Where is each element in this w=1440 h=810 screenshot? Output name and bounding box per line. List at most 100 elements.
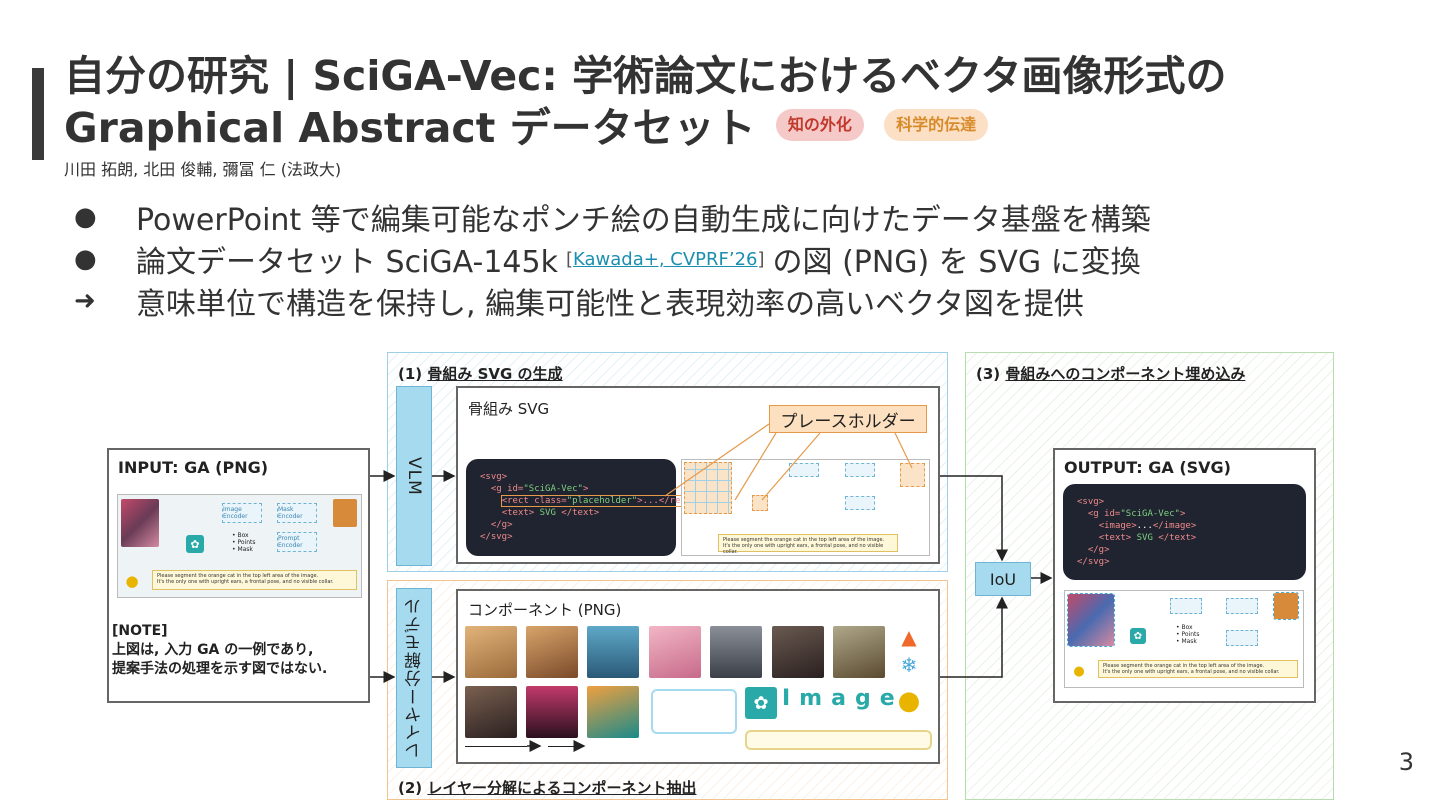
note: [NOTE] 上図は, 入力 GA の一例であり, 提案手法の処理を示す図ではな…	[112, 622, 327, 679]
component-car	[710, 626, 762, 678]
title-accent-bar	[32, 68, 44, 160]
panel2-number: (2)	[398, 779, 422, 797]
title-line-1: 自分の研究 | SciGA-Vec: 学術論文におけるベクタ画像形式の	[64, 50, 1226, 102]
prompt-line-2: It's the only one with upright ears, a f…	[1103, 669, 1293, 675]
note-line-1: 上図は, 入力 GA の一例であり,	[112, 641, 327, 660]
cat-photo	[333, 499, 357, 527]
bullet-item: ● PowerPoint 等で編集可能なポンチ絵の自動生成に向けたデータ基盤を構…	[74, 196, 1424, 238]
bullet-text: 意味単位で構造を保持し, 編集可能性と表現効率の高いベクタ図を提供	[136, 279, 1084, 323]
code-token: </text>	[1158, 533, 1196, 543]
prompt-line-2: It's the only one with upright ears, a f…	[157, 579, 352, 585]
component-cat-4	[587, 686, 639, 738]
prompt-types: • Box • Points • Mask	[1176, 624, 1199, 645]
note-line-2: 提案手法の処理を示す図ではない.	[112, 660, 327, 679]
snowflake-icon: ❄	[896, 652, 922, 678]
brain-icon: ✿	[745, 687, 777, 719]
mask-label: • Mask	[1176, 638, 1199, 645]
brain-icon: ✿	[186, 535, 204, 553]
code-token: >	[1180, 509, 1185, 519]
mask-label: • Mask	[232, 546, 255, 553]
bullet-list: ● PowerPoint 等で編集可能なポンチ絵の自動生成に向けたデータ基盤を構…	[74, 196, 1424, 322]
citation: [Kawada+, CVPRF’26]	[566, 249, 765, 270]
arrow-line	[465, 746, 527, 747]
bullet-item: ➜ 意味単位で構造を保持し, 編集可能性と表現効率の高いベクタ図を提供	[74, 280, 1424, 322]
title-line-2-text: Graphical Abstract データセット	[64, 104, 756, 152]
component-prompt-bar	[745, 730, 932, 750]
placeholder-cell	[752, 495, 768, 511]
preview-prompt-box: Please segment the orange cat in the top…	[718, 534, 898, 552]
component-concert	[526, 686, 578, 738]
mini-block	[845, 463, 875, 477]
panel3-title: 骨組みへのコンポーネント埋め込み	[1005, 365, 1245, 383]
bullet-item: ● 論文データセット SciGA-145k [Kawada+, CVPRF’26…	[74, 238, 1424, 280]
arrow-right-icon: ➜	[74, 286, 136, 316]
component-deer	[833, 626, 885, 678]
mini-block	[1170, 598, 1202, 614]
brain-icon: ✿	[1130, 628, 1146, 644]
photo-collage	[1068, 594, 1114, 646]
layer-decomposition-model-block: レイヤー分解モデル	[396, 588, 432, 768]
placeholder-cell	[900, 463, 925, 487]
citation-link[interactable]: Kawada+, CVPRF’26	[573, 249, 757, 270]
code-token: SVG	[1131, 533, 1158, 543]
points-label: • Points	[1176, 631, 1199, 638]
input-title: INPUT: GA (PNG)	[118, 458, 268, 477]
code-token: ...	[1137, 521, 1153, 531]
authors: 川田 拓朗, 北田 俊輔, 彌冨 仁 (法政大)	[64, 156, 341, 180]
mini-block	[845, 496, 875, 510]
code-token: <rect class=	[502, 496, 567, 506]
panel1-title: 骨組み SVG の生成	[427, 365, 562, 383]
placeholder-grid	[684, 462, 732, 514]
box-label: • Box	[1176, 624, 1199, 631]
note-heading: [NOTE]	[112, 622, 327, 641]
arrow-line	[548, 746, 578, 747]
component-man	[465, 686, 517, 738]
vlm-block: VLM	[396, 386, 432, 566]
code-token: <text>	[1099, 533, 1132, 543]
mini-block	[1226, 630, 1258, 646]
components-title: コンポーネント (PNG)	[468, 599, 621, 620]
component-anime-girl	[649, 626, 701, 678]
tag-knowledge-externalization: 知の外化	[776, 109, 864, 141]
prompt-encoder-label: Prompt Encoder	[278, 535, 316, 549]
code-token: <g id=	[491, 484, 524, 494]
component-seal	[587, 626, 639, 678]
prompt-types: • Box • Points • Mask	[232, 532, 255, 553]
mask-encoder-block: Mask Encoder	[277, 503, 317, 523]
bullet-text: PowerPoint 等で編集可能なポンチ絵の自動生成に向けたデータ基盤を構築	[136, 195, 1151, 239]
code-line: </svg>	[480, 532, 513, 542]
image-text-component: Image	[782, 686, 904, 711]
panel3-label: (3) 骨組みへのコンポーネント埋め込み	[976, 363, 1245, 384]
code-token: </text>	[561, 508, 599, 518]
placeholder-label: プレースホルダー	[769, 405, 927, 433]
cat-photo	[1274, 593, 1298, 619]
code-token: <image>	[1099, 521, 1137, 531]
bullet-text-post: の図 (PNG) を SVG に変換	[773, 237, 1141, 281]
component-cat-2	[526, 626, 578, 678]
photo-collage	[121, 499, 159, 547]
box-label: • Box	[232, 532, 255, 539]
code-line: </svg>	[1077, 557, 1110, 567]
code-token: <text>	[502, 508, 535, 518]
output-svg-code: <svg> <g id="SciGA-Vec"> <image>...</ima…	[1063, 484, 1306, 580]
points-label: • Points	[232, 539, 255, 546]
mini-block	[789, 463, 819, 477]
code-line: </g>	[1088, 545, 1110, 555]
bullet-dot-icon: ●	[74, 244, 136, 274]
page-number: 3	[1399, 748, 1414, 776]
cite-bracket-open: [	[566, 249, 573, 270]
bullet-dot-icon: ●	[74, 202, 136, 232]
panel3-number: (3)	[976, 365, 1000, 383]
bullet-text: 論文データセット SciGA-145k	[136, 237, 558, 281]
image-encoder-label: Image Encoder	[223, 506, 261, 520]
code-line: <svg>	[1077, 497, 1104, 507]
output-title: OUTPUT: GA (SVG)	[1064, 458, 1231, 477]
code-token: "SciGA-Vec"	[523, 484, 583, 494]
skeleton-svg-code: <svg> <g id="SciGA-Vec"> <rect class="pl…	[466, 459, 676, 556]
code-token: SVG	[534, 508, 561, 518]
vlm-label: VLM	[404, 457, 424, 496]
skeleton-svg-title: 骨組み SVG	[468, 398, 549, 419]
code-token: <g id=	[1088, 509, 1121, 519]
tag-science-communication: 科学的伝達	[884, 109, 988, 141]
code-token: "SciGA-Vec"	[1120, 509, 1180, 519]
